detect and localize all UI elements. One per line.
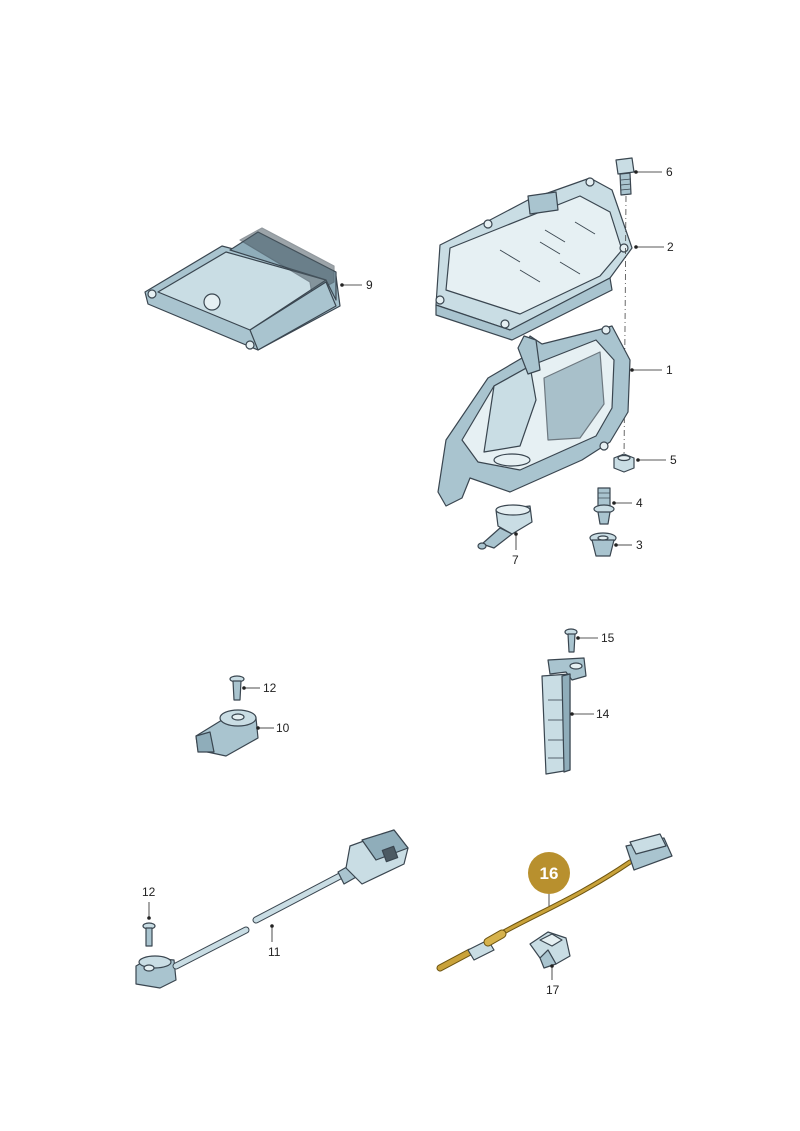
screw-part-15[interactable] (564, 628, 578, 653)
callout-15-label: 15 (601, 631, 615, 645)
control-unit-part[interactable] (144, 227, 341, 351)
callout-2-label: 2 (667, 240, 674, 254)
callout-10: 10 (256, 721, 290, 735)
callout-2: 2 (634, 240, 674, 254)
drain-part[interactable] (477, 504, 533, 550)
callout-1: 1 (630, 363, 673, 377)
housing-part[interactable] (437, 325, 631, 507)
sensor-cable-part-11[interactable] (135, 829, 409, 989)
callout-12b-label: 12 (142, 885, 156, 899)
callout-5-label: 5 (670, 453, 677, 467)
knock-sensor-part[interactable] (195, 709, 259, 757)
callout-4: 4 (612, 496, 643, 510)
bolt-part-6[interactable] (615, 157, 635, 196)
callout-10-label: 10 (276, 721, 290, 735)
callout-16-label: 16 (540, 864, 559, 883)
callout-15: 15 (576, 631, 615, 645)
callout-17: 17 (546, 964, 560, 997)
callout-12-lower: 12 (142, 885, 156, 920)
callout-4-label: 4 (636, 496, 643, 510)
speed-sensor-part[interactable] (541, 657, 587, 775)
callout-6-label: 6 (666, 165, 673, 179)
cover-part[interactable] (435, 177, 633, 341)
callout-9-label: 9 (366, 278, 373, 292)
callout-1-label: 1 (666, 363, 673, 377)
nut-part[interactable] (613, 453, 635, 473)
callout-14: 14 (570, 707, 610, 721)
callout-7: 7 (512, 532, 519, 567)
oxygen-sensor-part-16[interactable] (436, 833, 673, 972)
callout-3: 3 (614, 538, 643, 552)
callout-17-label: 17 (546, 983, 560, 997)
callout-12a-label: 12 (263, 681, 277, 695)
callout-12-upper: 12 (242, 681, 277, 695)
callout-14-label: 14 (596, 707, 610, 721)
callout-11-label: 11 (268, 945, 281, 959)
callout-3-label: 3 (636, 538, 643, 552)
stud-part[interactable] (593, 487, 615, 525)
callout-11: 11 (268, 924, 281, 959)
assembly-line (623, 195, 627, 461)
grommet-part[interactable] (589, 532, 617, 557)
screw-part-12-lower[interactable] (142, 922, 156, 947)
badge-16: 16 (528, 852, 570, 906)
screw-part-12-upper[interactable] (229, 675, 245, 701)
callout-6: 6 (634, 165, 673, 179)
clip-part-17[interactable] (529, 931, 571, 969)
callout-9: 9 (340, 278, 373, 292)
callout-5: 5 (636, 453, 677, 467)
callout-7-label: 7 (512, 553, 519, 567)
